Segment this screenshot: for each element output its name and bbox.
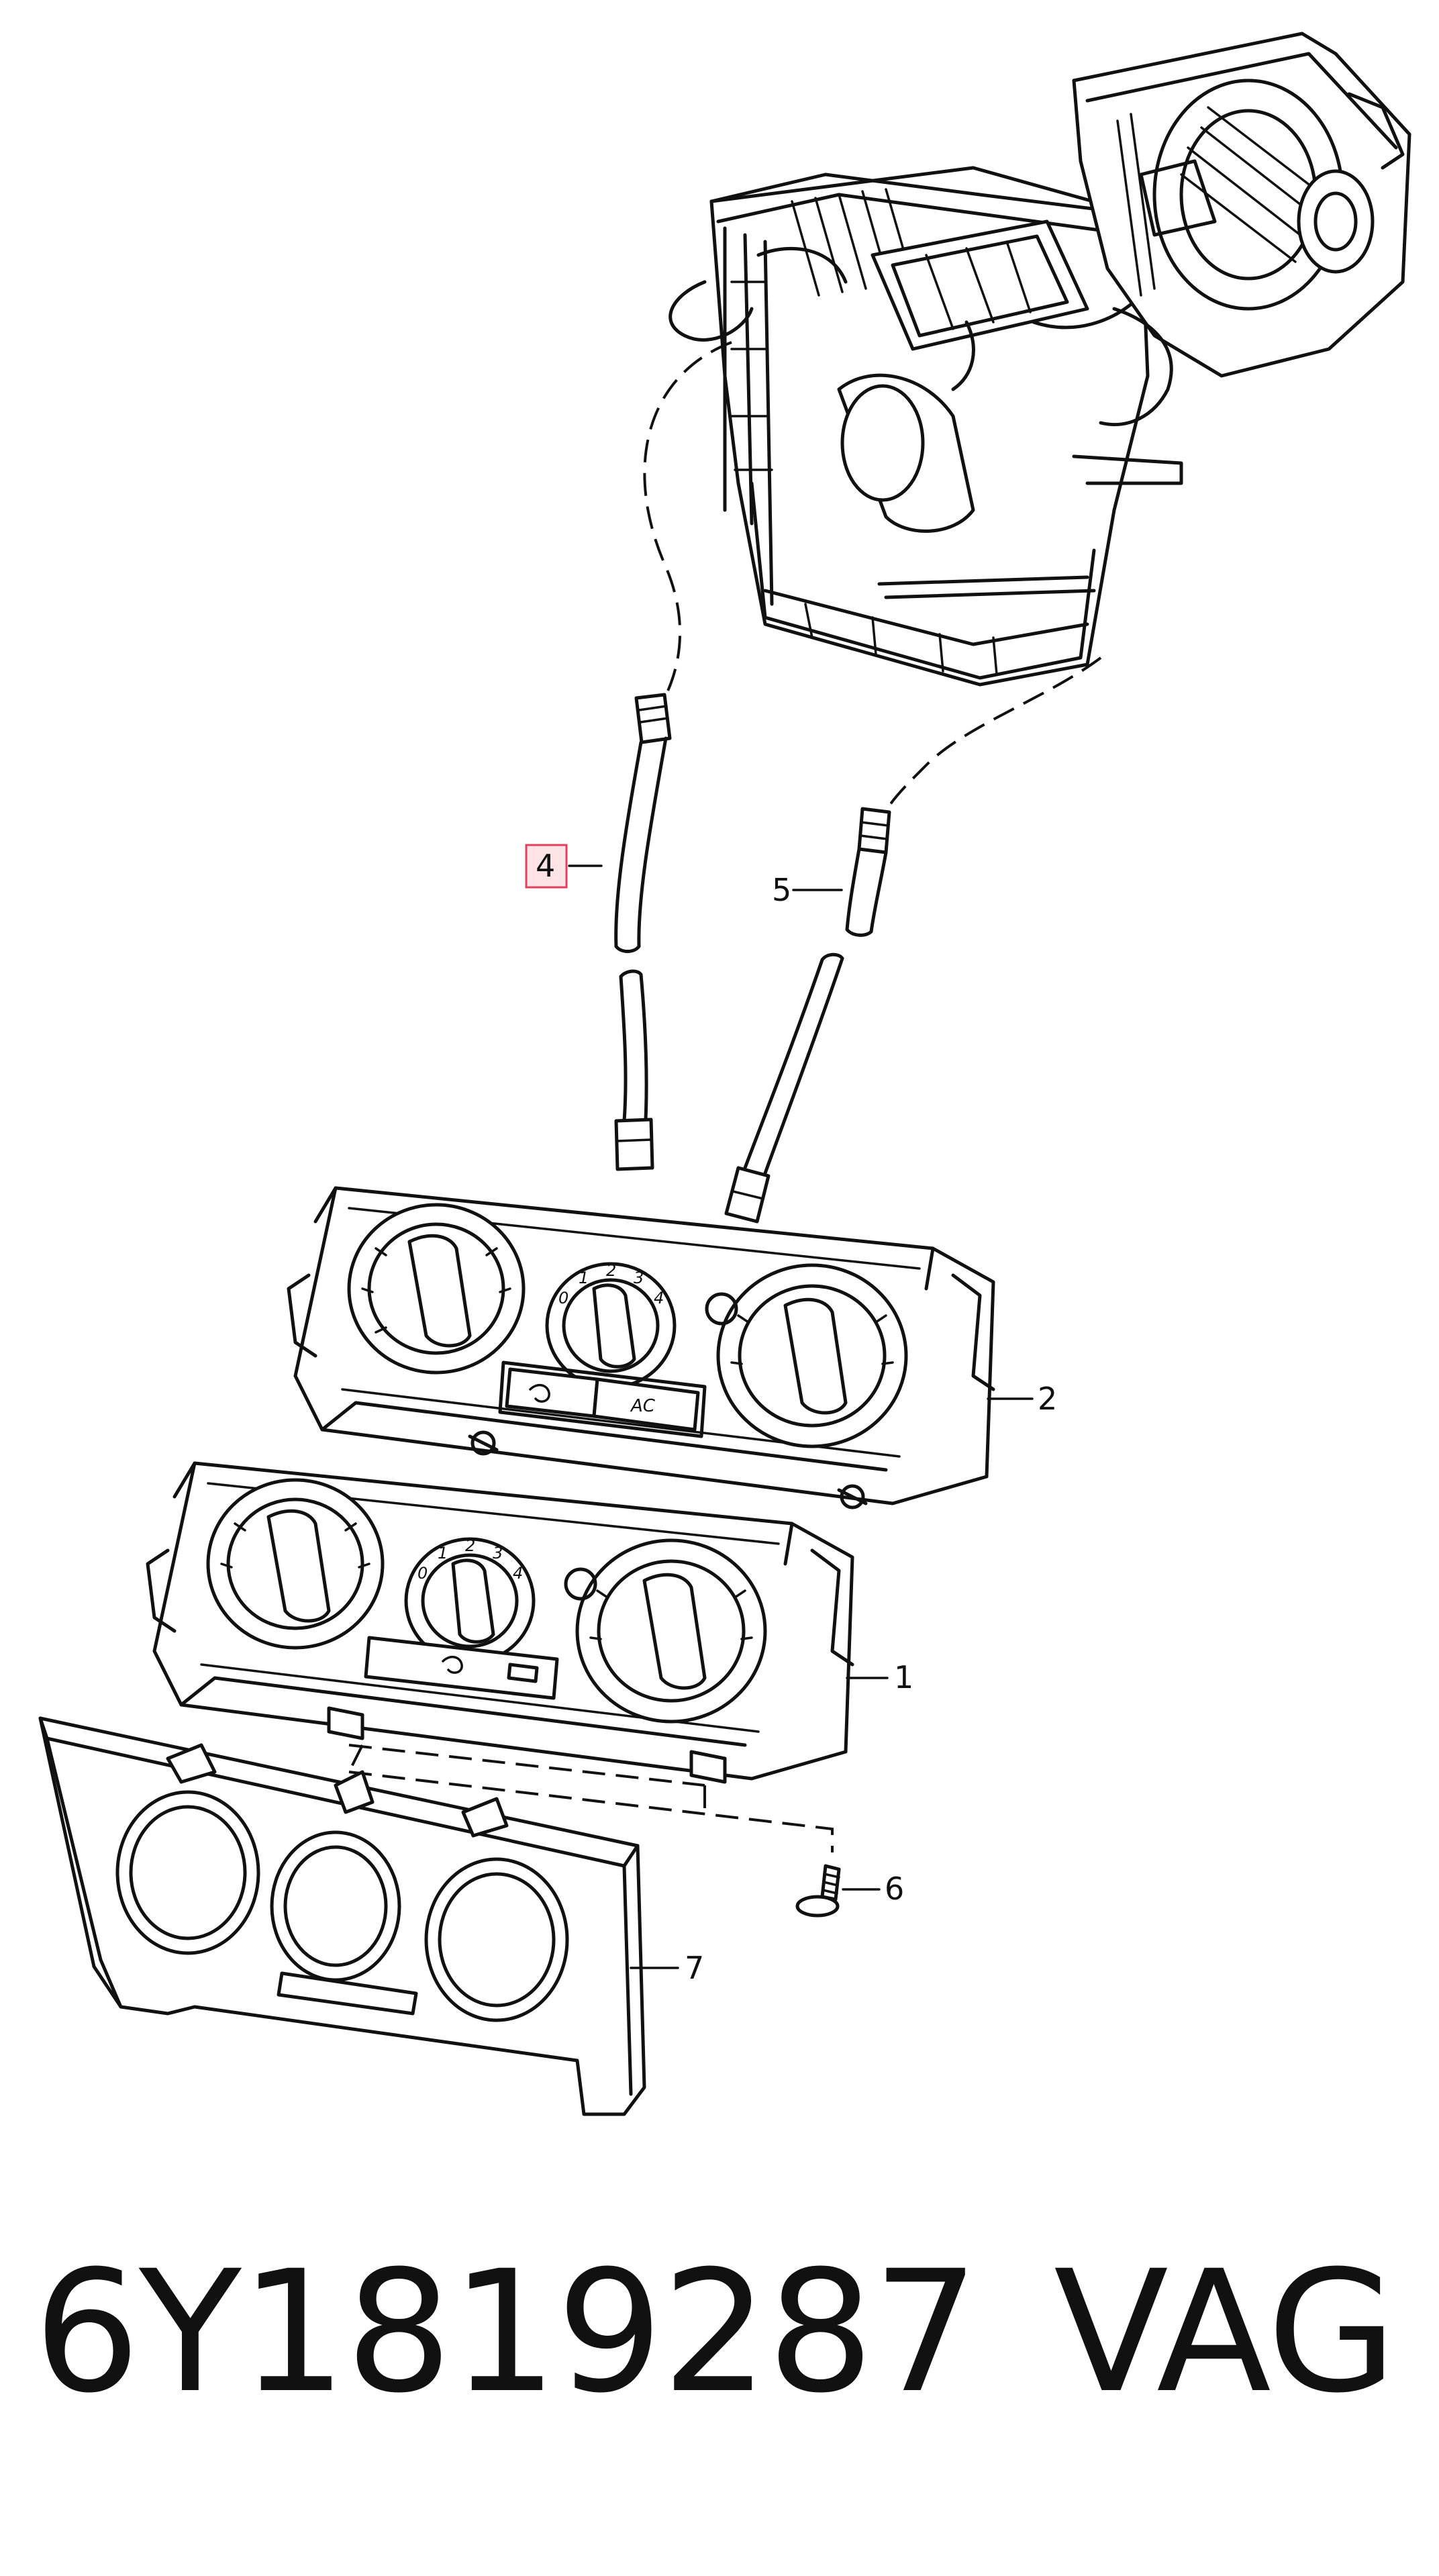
callout-4-highlight xyxy=(525,844,568,889)
panel1-fan-dial-number: 0 xyxy=(417,1564,428,1583)
part-number: 6Y1819287 xyxy=(34,2234,979,2430)
panel1-fan-dial-number: 2 xyxy=(465,1536,475,1555)
callout-label-1[interactable]: 1 xyxy=(894,1659,913,1695)
panel1-fan-dial-number: 4 xyxy=(513,1564,523,1583)
cable-routing-line-5 xyxy=(878,656,1102,826)
trim-bezel-7 xyxy=(38,1716,646,2116)
ac-button-label: AC xyxy=(630,1396,656,1416)
panel2-fan-dial-number: 4 xyxy=(654,1289,664,1307)
screw-mount-line xyxy=(348,1744,834,1852)
panel2-fan-dial-number: 1 xyxy=(579,1269,589,1287)
climate-control-panel-2 xyxy=(287,1186,995,1509)
callout-label-2[interactable]: 2 xyxy=(1038,1381,1057,1417)
callout-label-5[interactable]: 5 xyxy=(772,872,791,908)
screw-6 xyxy=(795,1864,841,1918)
panel1-fan-dial-number: 3 xyxy=(493,1544,503,1563)
cable-routing-line-4 xyxy=(643,341,732,699)
heater-box-assembly xyxy=(668,32,1411,687)
callout-label-6[interactable]: 6 xyxy=(885,1871,904,1907)
bowden-cable-5 xyxy=(724,807,891,1224)
bowden-cable-4 xyxy=(614,693,672,1171)
panel2-fan-dial-number: 3 xyxy=(634,1269,644,1287)
panel2-fan-dial-number: 0 xyxy=(558,1289,568,1307)
callout-label-7[interactable]: 7 xyxy=(685,1950,704,1986)
climate-control-panel-1 xyxy=(146,1461,854,1784)
panel2-fan-dial-number: 2 xyxy=(606,1261,616,1280)
brand-label: VAG xyxy=(1054,2234,1397,2430)
panel1-fan-dial-number: 1 xyxy=(438,1544,448,1563)
callout-label-4[interactable]: 4 xyxy=(536,848,555,884)
